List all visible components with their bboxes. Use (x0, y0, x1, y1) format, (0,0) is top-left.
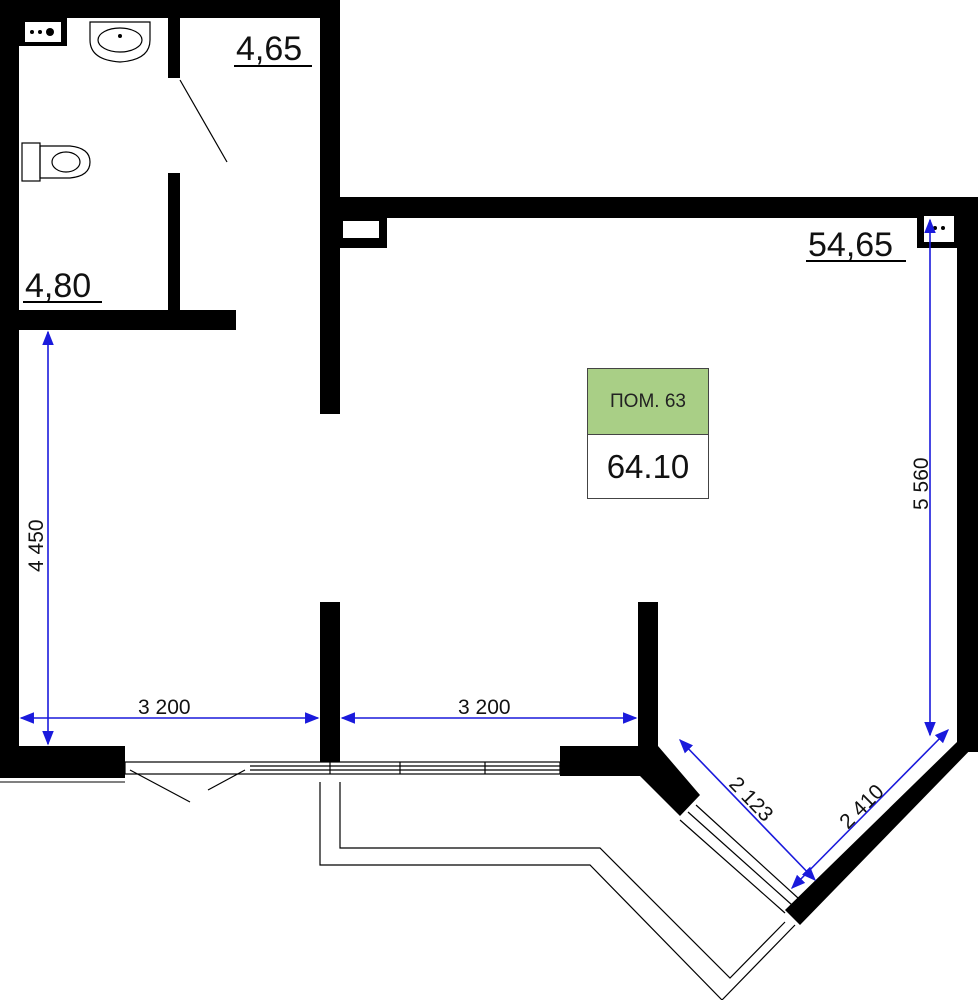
sink-icon (89, 21, 151, 63)
dim-balcony-inner-text: 2 123 (724, 772, 777, 826)
unit-badge: ПОМ. 63 64.10 (587, 368, 709, 499)
toilet-icon (21, 142, 91, 182)
wall-left (0, 0, 19, 778)
wall-top-bath (0, 0, 340, 18)
wall-top-main (320, 197, 978, 218)
dim-right-height-text: 5 560 (910, 457, 933, 510)
wall-right (957, 197, 978, 752)
wall-diagonal-se (785, 742, 978, 925)
wall-bath-right (320, 0, 340, 218)
wall-partition-hall (0, 310, 236, 330)
wall-bottom-right (560, 746, 700, 816)
wall-bottom-partition-1 (320, 602, 340, 762)
door-bath (179, 79, 228, 163)
dimension-lines (19, 218, 950, 890)
dim-bottom-mid-text: 3 200 (458, 696, 511, 719)
dim-balcony-outer-line (790, 728, 950, 890)
area-label-bathroom: 4,65 (236, 30, 302, 68)
wall-bottom-partition-2 (638, 602, 658, 762)
area-label-main: 54,65 (808, 226, 893, 264)
door-entry (129, 769, 246, 803)
wall-bath-partition-upper (168, 18, 180, 78)
balcony (319, 782, 796, 1000)
window-bottom (124, 761, 561, 775)
window-diagonal (679, 804, 799, 914)
wall-bath-partition-lower (168, 173, 180, 310)
wall-bottom-left (0, 746, 125, 778)
unit-label: ПОМ. 63 (588, 369, 708, 435)
dim-left-height-text: 4 450 (25, 519, 48, 572)
area-label-hall: 4,80 (25, 267, 91, 305)
unit-total-area: 64.10 (606, 448, 690, 485)
wall-inner-stub (320, 218, 340, 414)
dim-bottom-left-text: 3 200 (138, 696, 191, 719)
walls (0, 0, 978, 925)
